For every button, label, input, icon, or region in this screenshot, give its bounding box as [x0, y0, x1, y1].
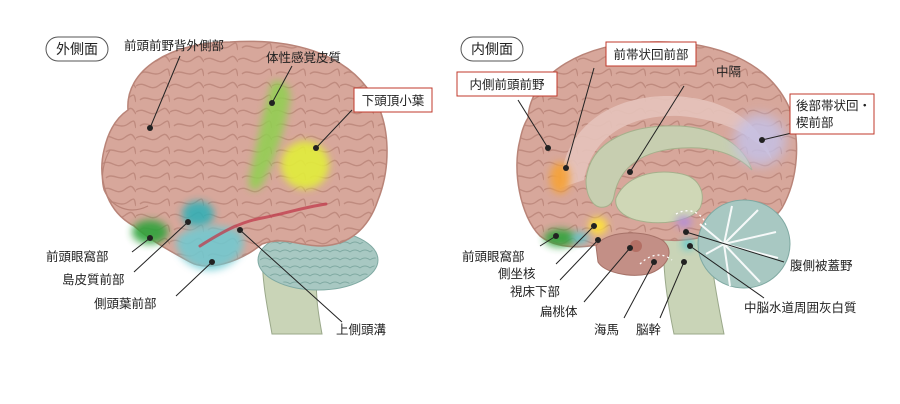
label-sts: 上側頭溝 [336, 322, 387, 337]
lateral-view: 外側面 前頭前野背外側部 体性感覚皮質 下頭頂小葉 前頭眼窩部 島皮質前部 側頭… [45, 36, 433, 337]
medial-title-badge [460, 36, 524, 62]
medial-view: 内側面 前帯状回前部 中隔 内側前頭前野 後部帯状回・ 楔前部 前頭眼窩部 側坐… [456, 36, 875, 337]
acc-label-box [605, 41, 697, 67]
amygdala-hippocampus [595, 232, 670, 276]
label-hypothalamus: 視床下部 [510, 284, 560, 299]
ipl-region [281, 141, 329, 189]
lateral-leader-lines [131, 55, 353, 323]
pcc-label-box [789, 93, 875, 135]
label-ipl: 下頭頂小葉 [362, 93, 425, 108]
sts-sulcus [198, 202, 328, 248]
lateral-title-badge [45, 36, 109, 62]
label-lateral-ofc: 前頭眼窩部 [46, 249, 109, 264]
corpus-callosum [585, 125, 753, 208]
label-brainstem: 脳幹 [636, 322, 662, 337]
medial-leader-dots [545, 137, 765, 265]
label-pcc-line2: 楔前部 [796, 115, 834, 130]
label-septum: 中隔 [716, 64, 741, 79]
ipl-label-box [353, 87, 433, 113]
accumbens-region [589, 217, 607, 235]
label-pag: 中脳水道周囲灰白質 [744, 300, 857, 315]
label-temporal-pole: 側頭葉前部 [94, 296, 157, 311]
lateral-title: 外側面 [56, 42, 98, 58]
label-vta: 腹側被蓋野 [790, 258, 853, 273]
amygdala-region [630, 240, 642, 252]
thalamus [615, 171, 703, 224]
label-insula: 島皮質前部 [62, 272, 125, 287]
medial-leader-lines [517, 67, 797, 319]
somatosensory-region [248, 81, 291, 191]
label-amygdala: 扁桃体 [540, 304, 578, 319]
temporal-pole-region [176, 225, 244, 271]
medial-ofc-region [544, 229, 576, 247]
medial-title: 内側面 [471, 42, 513, 58]
cingulate-gyrus [560, 96, 772, 188]
lateral-cortex [101, 40, 388, 267]
lateral-leader-dots [147, 100, 319, 265]
lateral-ofc-region [132, 220, 168, 244]
label-somatosensory: 体性感覚皮質 [266, 50, 341, 65]
label-accumbens: 側坐核 [498, 266, 536, 281]
label-pcc-line1: 後部帯状回・ [796, 98, 871, 113]
label-hippocampus: 海馬 [594, 322, 619, 337]
label-dlpfc: 前頭前野背外側部 [124, 38, 224, 53]
mpfc-label-box [456, 71, 558, 97]
vta-region [676, 216, 692, 228]
vta-dotted-outline [675, 210, 707, 227]
label-mpfc: 内側前頭前野 [469, 77, 545, 92]
label-acc: 前帯状回前部 [613, 47, 688, 62]
medial-cerebellum [697, 199, 791, 289]
label-medial-ofc: 前頭眼窩部 [462, 249, 525, 264]
